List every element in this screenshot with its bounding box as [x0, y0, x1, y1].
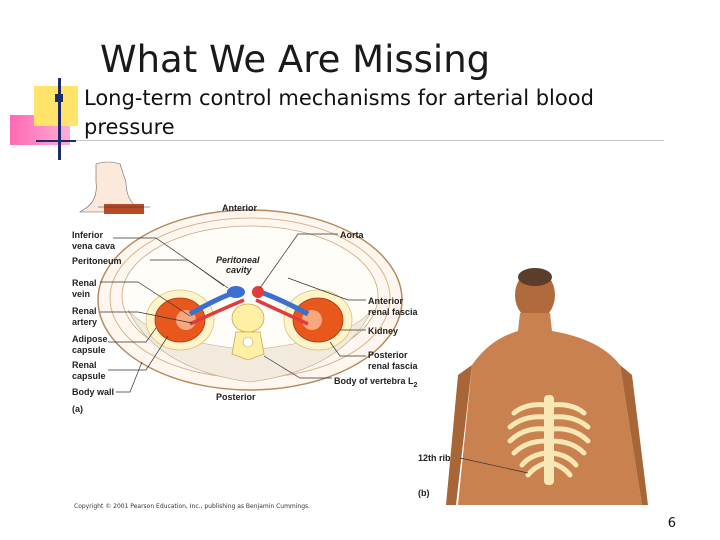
label-posterior: Posterior [216, 392, 256, 402]
label-posterior-renal-fascia: Posterior [368, 350, 408, 360]
page-number: 6 [667, 516, 676, 531]
label-renal-vein: Renal [72, 278, 97, 288]
panel-label-a: (a) [72, 404, 83, 414]
label-body-wall: Body wall [72, 387, 114, 397]
back-view-figure: 12th rib (b) [418, 268, 648, 505]
rib-cage [507, 402, 591, 478]
label-peritoneum: Peritoneum [72, 256, 122, 266]
vertebra-body [231, 303, 265, 333]
svg-text:renal fascia: renal fascia [368, 307, 419, 317]
label-renal-capsule: Renal [72, 360, 97, 370]
kidney-cross-section-figure: Anterior Posterior Peritoneal cavity Inf… [72, 161, 419, 414]
panel-label-b: (b) [418, 488, 430, 498]
label-anterior-renal-fascia: Anterior [368, 296, 404, 306]
bullet-text: Long-term control mechanisms for arteria… [84, 86, 594, 139]
label-renal-artery: Renal [72, 306, 97, 316]
ornament-horizontal-line [36, 140, 76, 142]
copyright-text: Copyright © 2001 Pearson Education, Inc.… [74, 503, 311, 510]
renal-artery-left [189, 298, 245, 326]
slide-title: What We Are Missing [100, 38, 491, 81]
label-anterior: Anterior [222, 203, 258, 213]
label-adipose-capsule: Adipose [72, 334, 108, 344]
label-12th-rib: 12th rib [418, 453, 451, 463]
bullet-square-icon [55, 94, 63, 102]
label-aorta: Aorta [340, 230, 364, 240]
label-kidney: Kidney [368, 326, 398, 336]
svg-text:artery: artery [72, 317, 97, 327]
label-peritoneal-cavity: Peritoneal [216, 255, 260, 265]
torso-thumbnail [79, 161, 150, 214]
label-body-of-vertebra: Body of vertebra L2 [334, 376, 418, 389]
label-inferior-vena-cava: Inferior [72, 230, 104, 240]
svg-text:renal fascia: renal fascia [368, 361, 419, 371]
ornament-yellow-block [34, 86, 78, 126]
svg-text:vein: vein [72, 289, 90, 299]
svg-text:capsule: capsule [72, 345, 106, 355]
title-divider [36, 140, 664, 141]
svg-text:vena cava: vena cava [72, 241, 116, 251]
aorta [252, 286, 264, 298]
svg-text:capsule: capsule [72, 371, 106, 381]
ornament-vertical-line [58, 78, 61, 160]
svg-text:cavity: cavity [226, 265, 253, 275]
inferior-vena-cava [227, 286, 245, 298]
